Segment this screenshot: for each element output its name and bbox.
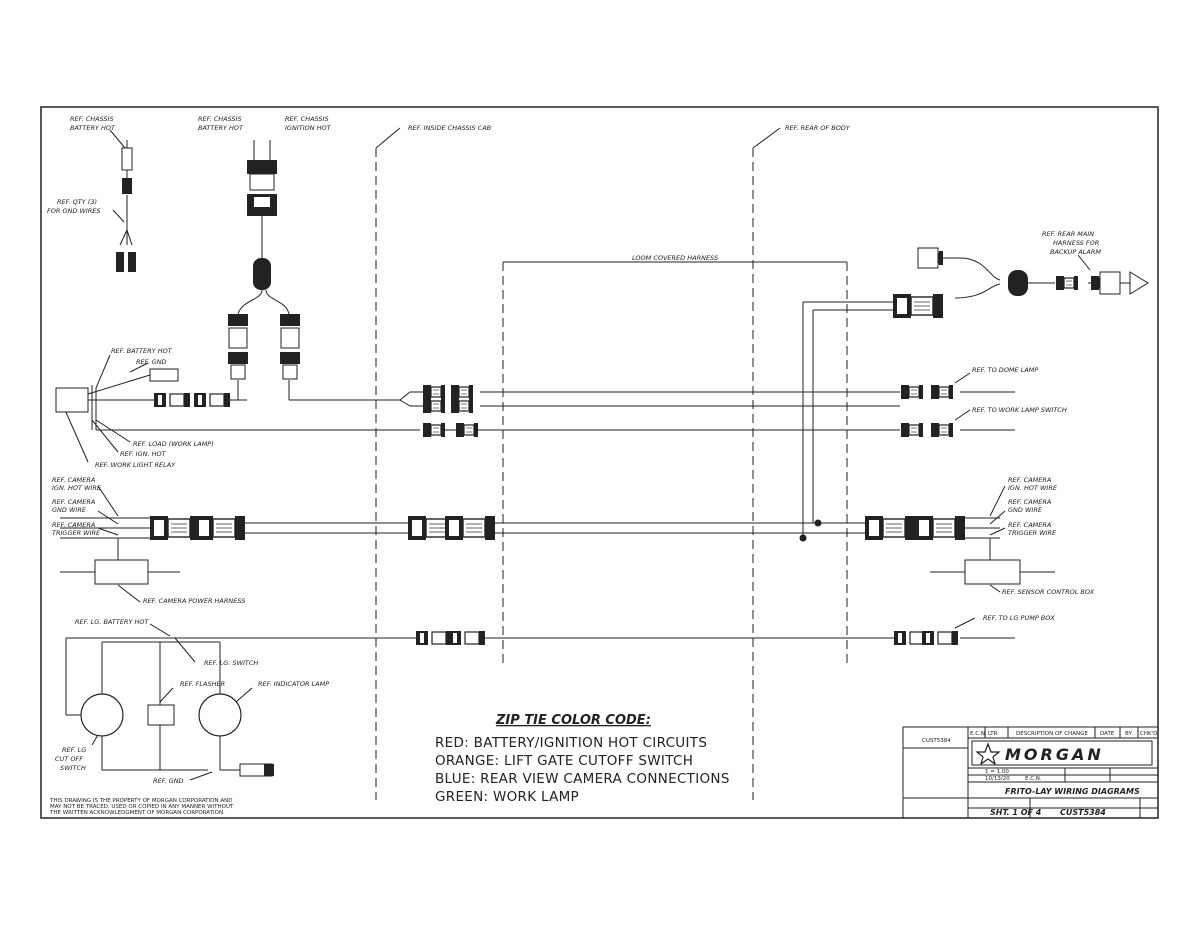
label-cam-ign-left-2: IGN. HOT WIRE (52, 484, 102, 492)
label-ign-hot: REF. IGN. HOT (120, 450, 167, 458)
legend-line-red: RED: BATTERY/IGNITION HOT CIRCUITS (435, 735, 707, 751)
label-cam-trig-right-1: REF. CAMERA (1008, 521, 1051, 529)
tb-drawing-title: FRITO-LAY WIRING DIAGRAMS (1005, 787, 1140, 796)
morgan-logo: MORGAN (1005, 745, 1104, 764)
label-rear-body: REF. REAR OF BODY (785, 124, 851, 132)
proprietary-note-3: THE WRITTEN ACKNOWLEDGMENT OF MORGAN COR… (49, 810, 225, 816)
legend-line-blue: BLUE: REAR VIEW CAMERA CONNECTIONS (435, 771, 730, 787)
tb-ecn-header: E.C.N. (970, 731, 987, 737)
tb-part-number-top: CUST5384 (922, 738, 951, 744)
label-cam-power: REF. CAMERA POWER HARNESS (143, 597, 245, 605)
tb-date: 10/13/20 (985, 776, 1010, 782)
label-lg-cutoff-3: SWITCH (60, 764, 86, 772)
tb-drawing-number: CUST5384 (1060, 808, 1106, 817)
label-lg-batt: REF. LG. BATTERY HOT (75, 618, 149, 626)
label-cam-ign-right-1: REF. CAMERA (1008, 476, 1051, 484)
label-cam-gnd-right-1: REF. CAMERA (1008, 498, 1051, 506)
label-cam-gnd-left-1: REF. CAMERA (52, 498, 95, 506)
tb-scale: 1 = 1.00 (985, 769, 1009, 775)
tb-description-header: DESCRIPTION OF CHANGE (1016, 731, 1088, 737)
label-lg-cutoff-2: CUT OFF (55, 755, 83, 763)
label-chassis-batt-hot-left-1: REF. CHASSIS (70, 115, 114, 123)
label-chassis-batt-hot-mid-1: REF. CHASSIS (198, 115, 242, 123)
label-battery-hot: REF. BATTERY HOT (111, 347, 173, 355)
legend-title: ZIP TIE COLOR CODE: (495, 713, 651, 728)
label-cam-trig-left-1: REF. CAMERA (52, 521, 95, 529)
label-qty-gnd-1: REF. QTY (3) (57, 198, 97, 206)
tb-sheet-number: SHT. 1 OF 4 (990, 808, 1042, 817)
label-qty-gnd-2: FOR GND WIRES (47, 207, 101, 215)
label-gnd: REF. GND (136, 358, 167, 366)
label-rear-main-3: BACKUP ALARM (1050, 248, 1101, 256)
tb-ltr-header: LTR (988, 731, 998, 737)
label-sensor-box: REF. SENSOR CONTROL BOX (1002, 588, 1095, 596)
label-chassis-ign-hot-1: REF. CHASSIS (285, 115, 329, 123)
label-cam-gnd-right-2: GND WIRE (1008, 506, 1043, 514)
label-indicator: REF. INDICATOR LAMP (258, 680, 329, 688)
label-load: REF. LOAD (WORK LAMP) (133, 440, 214, 448)
label-dome-lamp: REF. TO DOME LAMP (972, 366, 1038, 374)
label-cam-ign-left-1: REF. CAMERA (52, 476, 95, 484)
label-gnd-bottom: REF. GND (153, 777, 184, 785)
tb-date-header: DATE (1100, 731, 1115, 737)
tb-ecn-label: E.C.N. (1025, 776, 1042, 782)
label-lg-cutoff-1: REF. LG (62, 746, 86, 754)
label-lg-pump: REF. TO LG PUMP BOX (983, 614, 1055, 622)
label-cam-ign-right-2: IGN. HOT WIRE (1008, 484, 1058, 492)
label-rear-main-2: HARNESS FOR (1053, 239, 1099, 247)
tb-by-header: BY (1125, 731, 1132, 737)
label-chassis-batt-hot-left-2: BATTERY HOT (70, 124, 116, 132)
tb-chkd-header: CHK'D (1140, 731, 1157, 737)
label-rear-main-1: REF. REAR MAIN (1042, 230, 1094, 238)
label-work-light-relay: REF. WORK LIGHT RELAY (95, 461, 176, 469)
label-inside-cab: REF. INSIDE CHASSIS CAB (408, 124, 492, 132)
label-cam-trig-left-2: TRIGGER WIRE (52, 529, 101, 537)
legend-line-green: GREEN: WORK LAMP (435, 789, 579, 805)
label-chassis-ign-hot-2: IGNITION HOT (285, 124, 332, 132)
legend-line-orange: ORANGE: LIFT GATE CUTOFF SWITCH (435, 753, 693, 769)
label-cam-gnd-left-2: GND WIRE (52, 506, 87, 514)
label-cam-trig-right-2: TRIGGER WIRE (1008, 529, 1057, 537)
proprietary-note-2: MAY NOT BE TRACED, USED OR COPIED IN ANY… (50, 804, 234, 810)
label-lg-switch: REF. LG. SWITCH (204, 659, 258, 667)
label-chassis-batt-hot-mid-2: BATTERY HOT (198, 124, 244, 132)
label-flasher: REF. FLASHER (180, 680, 225, 688)
label-work-lamp-switch: REF. TO WORK LAMP SWITCH (972, 406, 1067, 414)
proprietary-note-1: THIS DRAWING IS THE PROPERTY OF MORGAN C… (49, 798, 232, 804)
label-loom: LOOM COVERED HARNESS (632, 254, 718, 262)
